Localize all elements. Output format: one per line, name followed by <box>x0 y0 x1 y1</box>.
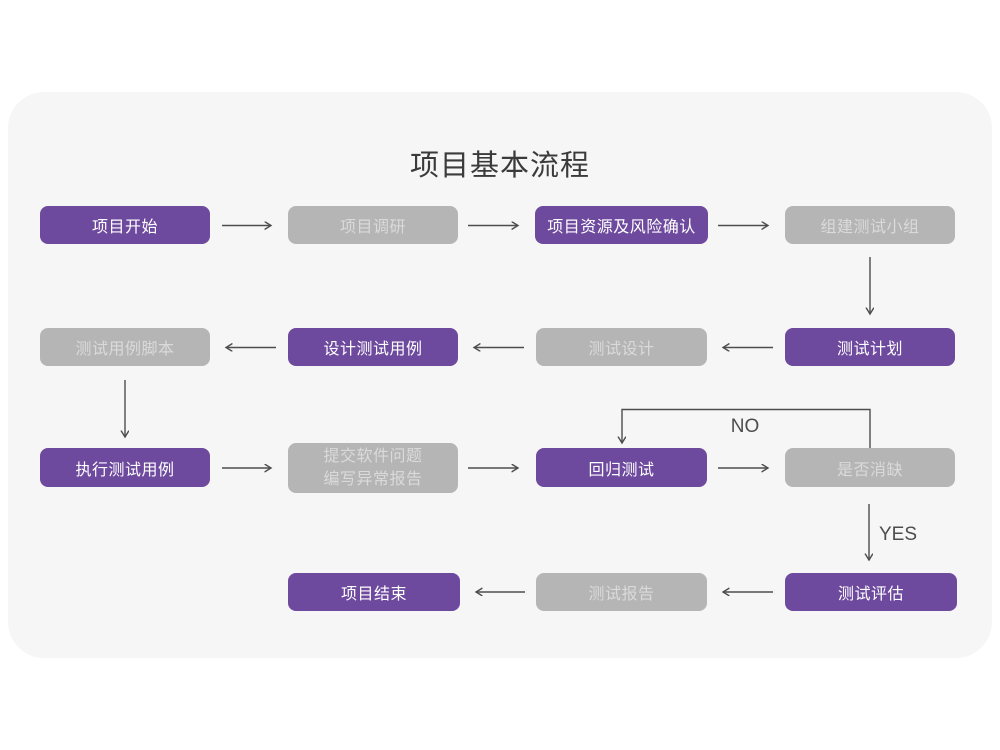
node-defect-cleared: 是否消缺 <box>785 448 955 487</box>
node-execute-test-cases: 执行测试用例 <box>40 448 210 487</box>
node-resource-risk-confirm: 项目资源及风险确认 <box>535 206 708 244</box>
page-title: 项目基本流程 <box>409 150 590 182</box>
node-test-design: 测试设计 <box>536 328 707 366</box>
node-test-report: 测试报告 <box>536 573 707 611</box>
node-test-evaluation: 测试评估 <box>785 573 957 611</box>
node-design-test-cases: 设计测试用例 <box>288 328 458 366</box>
flowchart-card <box>8 92 992 658</box>
node-project-end: 项目结束 <box>288 573 460 611</box>
node-submit-issue-report: 提交软件问题 编写异常报告 <box>288 443 458 493</box>
node-project-start: 项目开始 <box>40 206 210 244</box>
node-build-test-team: 组建测试小组 <box>785 206 955 244</box>
node-test-case-script: 测试用例脚本 <box>40 328 210 366</box>
node-regression-test: 回归测试 <box>536 448 707 487</box>
node-test-plan: 测试计划 <box>785 328 955 366</box>
node-project-research: 项目调研 <box>288 206 458 244</box>
